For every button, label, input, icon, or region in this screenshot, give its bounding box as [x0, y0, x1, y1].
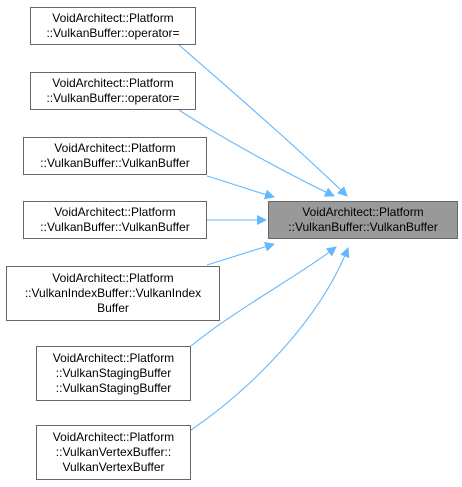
edges-group — [178, 44, 350, 431]
caller-node-line: ::VulkanStagingBuffer — [55, 381, 172, 395]
caller-node-vulkan-vertex-buffer-ctor[interactable]: VoidArchitect::Platform ::VulkanVertexBu… — [36, 425, 191, 480]
caller-node-line: ::VulkanBuffer::VulkanBuffer — [40, 220, 190, 234]
caller-node-line: VoidArchitect::Platform — [52, 430, 175, 444]
caller-node-operator-assign-1[interactable]: VoidArchitect::Platform ::VulkanBuffer::… — [30, 7, 196, 45]
caller-node-line: VulkanVertexBuffer — [62, 460, 165, 474]
caller-node-line: VoidArchitect::Platform — [52, 76, 174, 90]
caller-node-operator-assign-2[interactable]: VoidArchitect::Platform ::VulkanBuffer::… — [30, 72, 196, 110]
caller-node-line: VoidArchitect::Platform — [54, 141, 176, 155]
caller-node-line: ::VulkanBuffer::VulkanBuffer — [40, 156, 190, 170]
caller-node-line: ::VulkanVertexBuffer:: — [55, 445, 172, 459]
call-edge-arrow — [206, 175, 275, 200]
caller-node-vulkan-staging-buffer-ctor[interactable]: VoidArchitect::Platform ::VulkanStagingB… — [36, 346, 191, 401]
caller-node-vulkan-buffer-ctor-1[interactable]: VoidArchitect::Platform ::VulkanBuffer::… — [23, 137, 207, 175]
caller-node-line: ::VulkanIndexBuffer::VulkanIndex — [24, 286, 202, 300]
caller-node-line: ::VulkanStagingBuffer — [55, 366, 172, 380]
caller-node-line: ::VulkanBuffer::operator= — [46, 91, 180, 105]
caller-node-vulkan-buffer-ctor-2[interactable]: VoidArchitect::Platform ::VulkanBuffer::… — [23, 201, 207, 239]
target-node-line: VoidArchitect::Platform — [302, 205, 424, 219]
call-edge-arrow — [206, 241, 275, 266]
call-edge-arrow — [190, 246, 337, 347]
caller-node-line: VoidArchitect::Platform — [52, 11, 174, 25]
call-edge-arrow — [190, 247, 350, 431]
caller-node-line: VoidArchitect::Platform — [52, 271, 174, 285]
caller-node-line: VoidArchitect::Platform — [52, 351, 175, 365]
caller-node-line: Buffer — [97, 301, 129, 315]
target-node-line: ::VulkanBuffer::VulkanBuffer — [288, 220, 438, 234]
call-edge-arrow — [178, 44, 348, 197]
caller-node-line: ::VulkanBuffer::operator= — [46, 26, 180, 40]
caller-node-vulkan-index-buffer-ctor[interactable]: VoidArchitect::Platform ::VulkanIndexBuf… — [6, 266, 220, 321]
target-node-vulkan-buffer-ctor[interactable]: VoidArchitect::Platform ::VulkanBuffer::… — [268, 201, 458, 239]
caller-node-line: VoidArchitect::Platform — [54, 205, 176, 219]
call-edge-arrow — [178, 109, 335, 197]
